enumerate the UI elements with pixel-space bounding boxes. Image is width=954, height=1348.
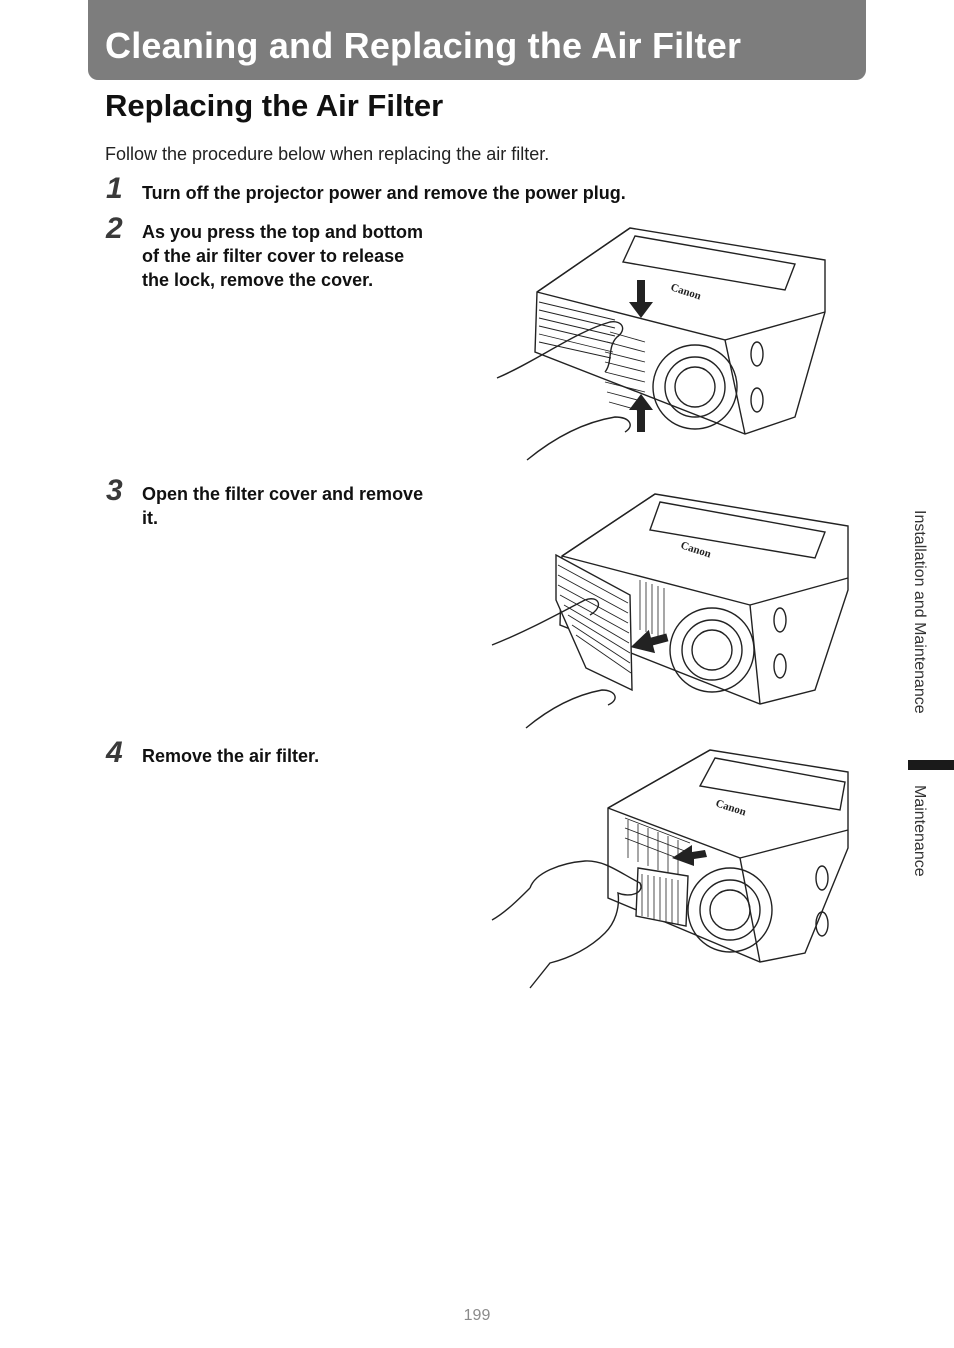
step-3-number: 3 [106, 474, 123, 507]
projector-remove-cover-illustration: Canon [491, 493, 849, 729]
projector-remove-filter-illustration: Canon [491, 749, 849, 989]
chapter-title: Cleaning and Replacing the Air Filter [105, 25, 742, 66]
step-2-line: the lock, remove the cover. [142, 270, 374, 290]
step-2-line: As you press the top and bottom [142, 222, 424, 242]
chapter-title-bar: Cleaning and Replacing the Air Filter [88, 0, 866, 80]
side-section-label[interactable]: Maintenance [911, 785, 928, 877]
projector-press-cover-illustration: Canon [496, 227, 826, 461]
step-4-number: 4 [106, 736, 123, 769]
step-2-text: As you press the top and bottom of the a… [142, 220, 423, 292]
page-number: 199 [463, 1307, 491, 1324]
step-3-text: Open the filter cover and remove it. [142, 482, 423, 530]
section-title: Replacing the Air Filter [105, 88, 444, 123]
step-1-number: 1 [106, 172, 123, 205]
step-1-text: Turn off the projector power and remove … [142, 183, 626, 203]
step-2-line: of the air filter cover to release [142, 246, 405, 266]
step-4-text: Remove the air filter. [142, 746, 320, 766]
side-tab-marker [908, 760, 954, 770]
step-2-number: 2 [106, 212, 123, 245]
step-3-line: Open the filter cover and remove [142, 484, 424, 504]
intro-text: Follow the procedure below when replacin… [105, 144, 550, 164]
step-3-line: it. [142, 508, 158, 528]
side-chapter-label[interactable]: Installation and Maintenance [911, 510, 928, 714]
